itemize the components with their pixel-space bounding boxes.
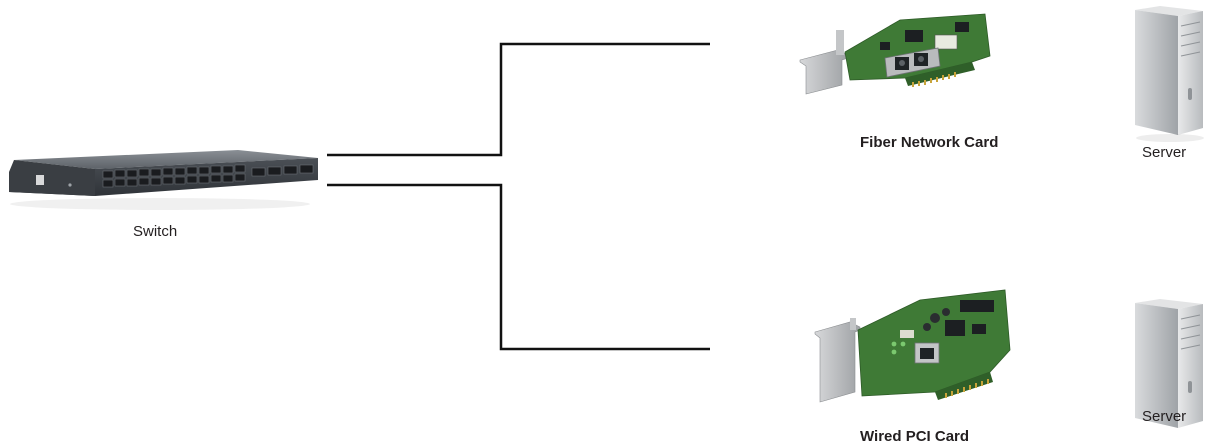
server-tower-icon-top <box>1135 6 1204 142</box>
server-label-top: Server <box>1142 144 1186 161</box>
switch-label: Switch <box>133 223 177 240</box>
pci-network-card-icon <box>815 290 1010 402</box>
network-switch-icon <box>9 150 318 210</box>
server-label-bottom: Server <box>1142 408 1186 425</box>
connection-line-top <box>327 44 710 155</box>
fiber-card-label: Fiber Network Card <box>860 134 998 151</box>
fiber-network-card-icon <box>800 14 990 94</box>
connection-line-bottom <box>327 185 710 349</box>
pci-card-label: Wired PCI Card <box>860 428 969 445</box>
